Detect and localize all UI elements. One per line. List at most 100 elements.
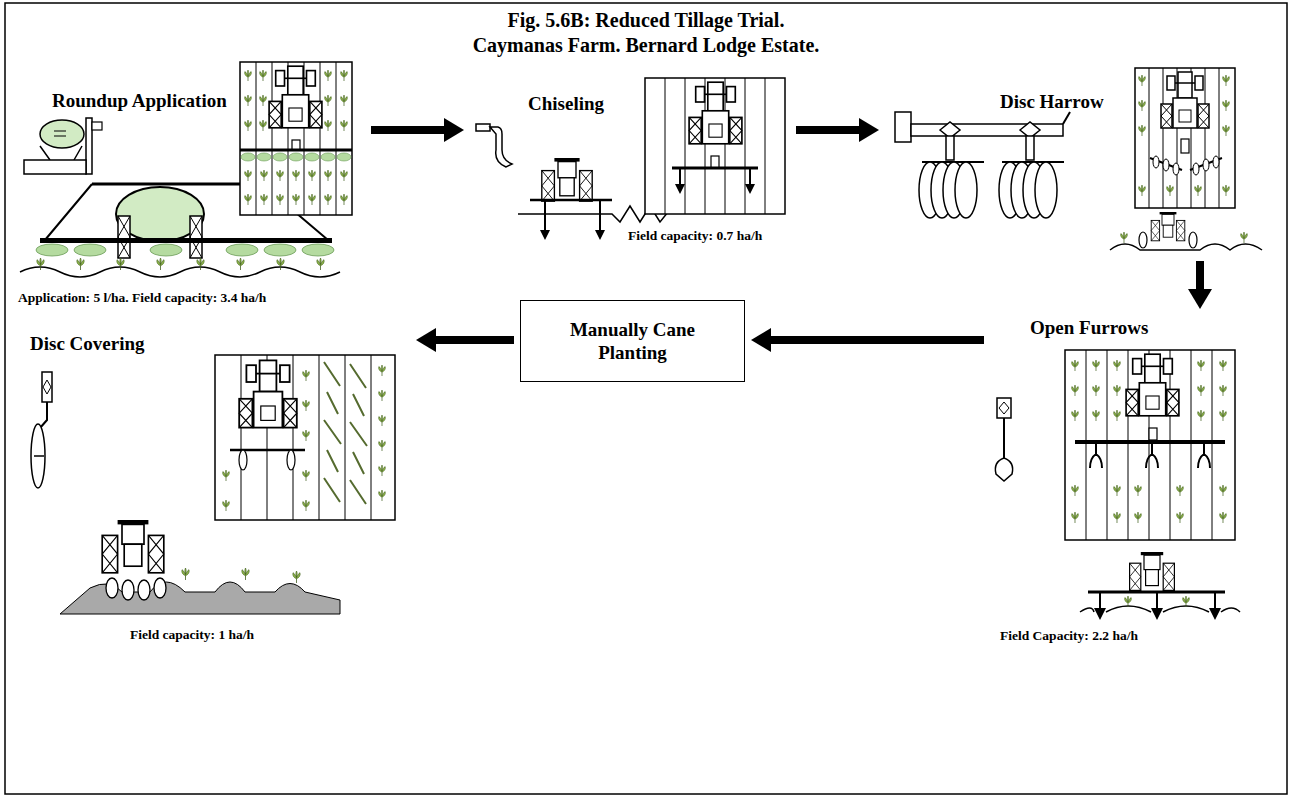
disc-harrow-illustration — [1153, 156, 1219, 175]
sprayer-illustration — [237, 258, 244, 270]
sprayer-illustration — [24, 160, 86, 174]
sprayer-illustration — [309, 194, 316, 205]
chisel-illustration — [711, 156, 719, 168]
furrow-opener-illustration — [1126, 354, 1179, 416]
furrow-opener-illustration — [1072, 385, 1079, 396]
flow-arrow — [796, 118, 879, 142]
sprayer-illustration — [74, 244, 106, 256]
sprayer-illustration — [277, 194, 284, 205]
furrow-opener-illustration — [1072, 360, 1079, 371]
sprayer-illustration — [40, 146, 82, 160]
figure-frame — [5, 3, 1287, 794]
furrow-opener-illustration — [1003, 418, 1005, 458]
furrow-opener-illustration — [1072, 512, 1079, 523]
disc-harrow-illustration — [895, 68, 1262, 250]
disc-coverer-illustration — [379, 390, 386, 401]
sprayer-illustration — [305, 153, 319, 161]
arrow-head — [444, 118, 464, 142]
stage-panel: ChiselingField capacity: 0.7 ha/h — [470, 60, 790, 250]
furrow-opener-illustration — [1220, 485, 1227, 496]
furrow-opener-illustration — [1114, 410, 1121, 421]
disc-harrow-illustration — [940, 122, 1040, 138]
sprayer-illustration — [260, 70, 267, 81]
sprayer-illustration — [118, 216, 130, 258]
sprayer-illustration — [341, 70, 348, 81]
furrow-opener-illustration — [1130, 552, 1175, 590]
disc-coverer-illustration — [182, 568, 189, 580]
chisel-illustration — [545, 200, 600, 232]
disc-coverer-illustration — [379, 465, 386, 476]
sprayer-illustration — [117, 258, 124, 270]
disc-coverer-illustration — [31, 424, 45, 488]
chisel-illustration — [665, 78, 765, 214]
sprayer-illustration — [325, 170, 332, 181]
furrow-opener-illustration — [1220, 512, 1227, 523]
disc-harrow-illustration — [955, 162, 977, 218]
capacity-note: Application: 5 l/ha. Field capacity: 3.4… — [18, 290, 266, 306]
chisel-illustration — [540, 230, 605, 240]
furrow-opener-illustration — [1086, 350, 1212, 540]
sprayer-illustration — [150, 244, 182, 256]
process-box: Manually Cane Planting — [520, 300, 745, 382]
furrow-opener-illustration — [995, 458, 1012, 481]
stage-heading: Open Furrows — [1030, 317, 1148, 339]
furrow-opener-illustration — [1094, 608, 1221, 620]
furrow-opener-illustration — [1072, 485, 1079, 496]
disc-coverer-illustration — [303, 370, 310, 381]
furrow-opener-illustration — [1114, 512, 1121, 523]
disc-coverer-illustration — [34, 455, 44, 457]
disc-harrow-illustration — [1110, 244, 1262, 250]
sprayer-illustration — [256, 62, 336, 215]
sprayer-illustration — [245, 95, 252, 106]
arrow-shaft — [769, 336, 984, 344]
arrow-head — [751, 328, 771, 352]
sprayer-illustration — [317, 258, 324, 270]
sprayer-illustration — [260, 95, 267, 106]
sprayer-illustration — [337, 153, 351, 161]
arrow-shaft — [1196, 261, 1204, 291]
sprayer-illustration — [245, 70, 252, 81]
sprayer-illustration — [325, 120, 332, 131]
disc-harrow-illustration — [946, 136, 954, 160]
arrow-shaft — [434, 336, 514, 344]
stage-panel: Disc Harrow — [885, 60, 1280, 255]
furrow-opener-illustration — [1090, 444, 1210, 468]
sprayer-illustration — [257, 153, 271, 161]
sprayer-illustration — [157, 258, 164, 270]
sprayer-illustration — [341, 95, 348, 106]
furrow-opener-illustration — [1220, 360, 1227, 371]
capacity-note: Field Capacity: 2.2 ha/h — [1000, 628, 1138, 644]
sprayer-illustration — [37, 258, 44, 270]
disc-harrow-illustration — [1139, 232, 1197, 248]
disc-coverer-illustration — [303, 430, 310, 441]
sprayer-illustration — [341, 120, 348, 131]
disc-harrow-illustration — [1223, 75, 1230, 86]
sprayer-illustration — [190, 216, 202, 258]
flow-arrow — [371, 118, 464, 142]
chisel-illustration — [675, 184, 755, 194]
furrow-opener-illustration — [1177, 485, 1184, 496]
furrow-opener-illustration — [1080, 606, 1240, 612]
chisel-illustration — [542, 158, 592, 201]
disc-harrow-illustration — [1153, 156, 1159, 168]
disc-coverer-illustration — [379, 490, 386, 501]
sprayer-illustration — [261, 170, 268, 181]
disc-coverer-illustration — [293, 571, 300, 583]
disc-harrow-illustration — [1193, 163, 1199, 175]
furrow-opener-illustration — [1198, 360, 1205, 371]
furrow-opener-illustration — [995, 350, 1240, 620]
sprayer-illustration — [197, 258, 204, 270]
chisel-illustration — [689, 82, 742, 144]
process-label: Manually Cane Planting — [558, 318, 708, 364]
flow-arrow — [416, 328, 514, 352]
sprayer-illustration — [245, 170, 252, 181]
disc-harrow-illustration — [1241, 232, 1248, 243]
chisel-illustration — [476, 124, 490, 131]
sprayer-illustration — [40, 120, 84, 148]
sprayer-illustration — [36, 244, 334, 256]
disc-coverer-illustration — [31, 355, 395, 614]
disc-coverer-illustration — [287, 450, 295, 470]
disc-harrow-illustration — [1139, 125, 1146, 136]
sprayer-illustration — [293, 170, 300, 181]
